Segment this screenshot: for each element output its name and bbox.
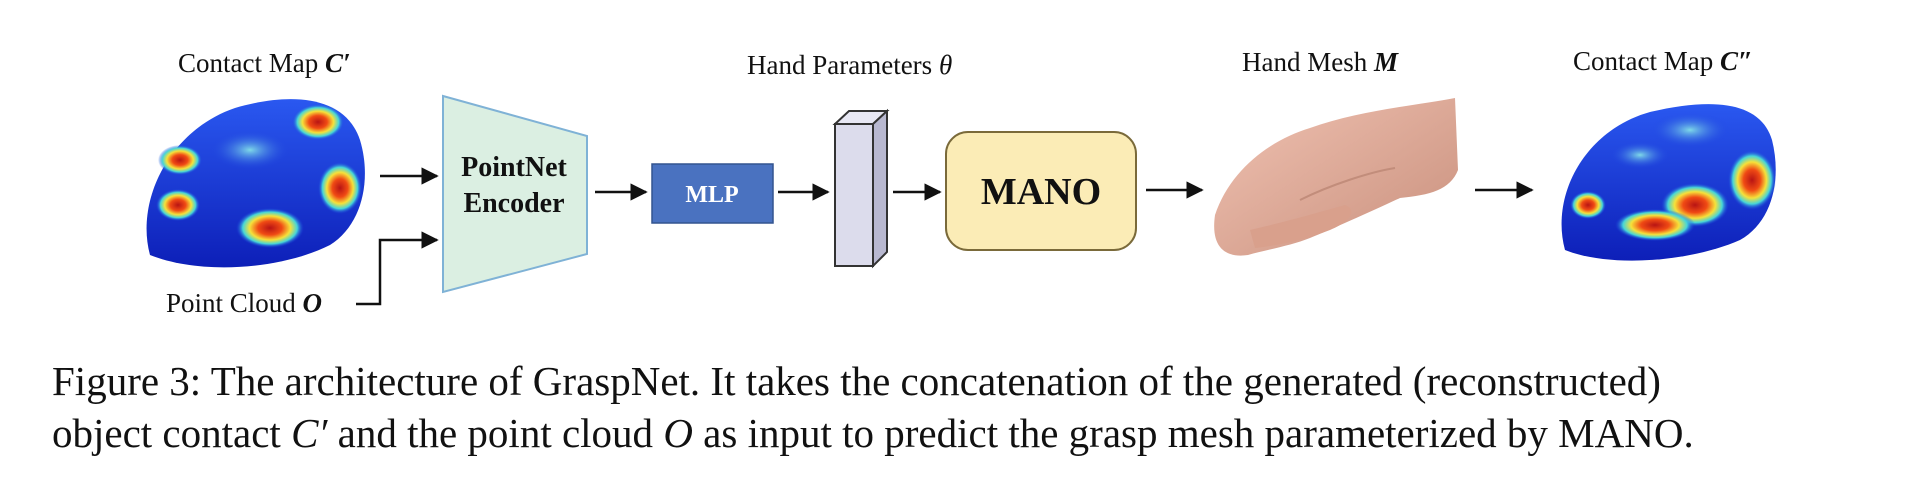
input-contact-map xyxy=(146,99,365,268)
mano-block xyxy=(945,131,1137,251)
mano-label: MANO xyxy=(981,171,1101,213)
label-contact-map-output: Contact Map C″ xyxy=(1573,46,1753,77)
label-contact-map-output-text: Contact Map xyxy=(1573,46,1720,76)
label-hand-mesh-symbol: M xyxy=(1373,47,1398,77)
caption-line-1: Figure 3: The architecture of GraspNet. … xyxy=(52,358,1661,404)
encoder-label-line2: Encoder xyxy=(463,188,564,219)
mlp-label: MLP xyxy=(685,182,738,208)
label-hand-mesh-text: Hand Mesh xyxy=(1242,47,1374,77)
encoder-label-line1: PointNet xyxy=(461,152,567,183)
mlp-block xyxy=(651,163,774,224)
label-contact-map-input-symbol: C′ xyxy=(324,48,351,78)
hand-mesh-image xyxy=(1214,98,1458,256)
arrow-pointcloud-to-encoder xyxy=(356,231,439,306)
caption-text-b: and the point cloud xyxy=(327,410,664,456)
label-hand-mesh: Hand Mesh M xyxy=(1242,47,1398,78)
label-hand-parameters-symbol: θ xyxy=(938,50,953,80)
label-point-cloud: Point Cloud O xyxy=(166,288,322,319)
output-contact-map xyxy=(1561,104,1776,261)
label-contact-map-input: Contact Map C′ xyxy=(178,48,351,79)
label-contact-map-input-text: Contact Map xyxy=(178,48,325,78)
caption-text-end: as input to predict the grasp mesh param… xyxy=(692,410,1694,456)
label-hand-parameters-text: Hand Parameters xyxy=(747,50,939,80)
diagram-canvas: PointNet Encoder MLP MANO xyxy=(146,94,1776,306)
architecture-diagram: PointNet Encoder MLP MANO xyxy=(146,46,1776,319)
pointnet-encoder-block xyxy=(442,94,588,294)
label-point-cloud-text: Point Cloud xyxy=(166,288,303,318)
caption-symbol-c: C′ xyxy=(291,410,328,456)
caption-text-a: object contact xyxy=(52,410,292,456)
caption-line-2: object contact C′ and the point cloud O … xyxy=(52,407,1882,459)
hand-parameters-vector xyxy=(832,108,890,269)
label-contact-map-output-symbol: C″ xyxy=(1719,46,1753,76)
caption-symbol-o: O xyxy=(663,410,693,456)
label-point-cloud-symbol: O xyxy=(302,288,323,318)
label-hand-parameters: Hand Parameters θ xyxy=(747,50,952,81)
figure-caption: Figure 3: The architecture of GraspNet. … xyxy=(52,355,1882,459)
